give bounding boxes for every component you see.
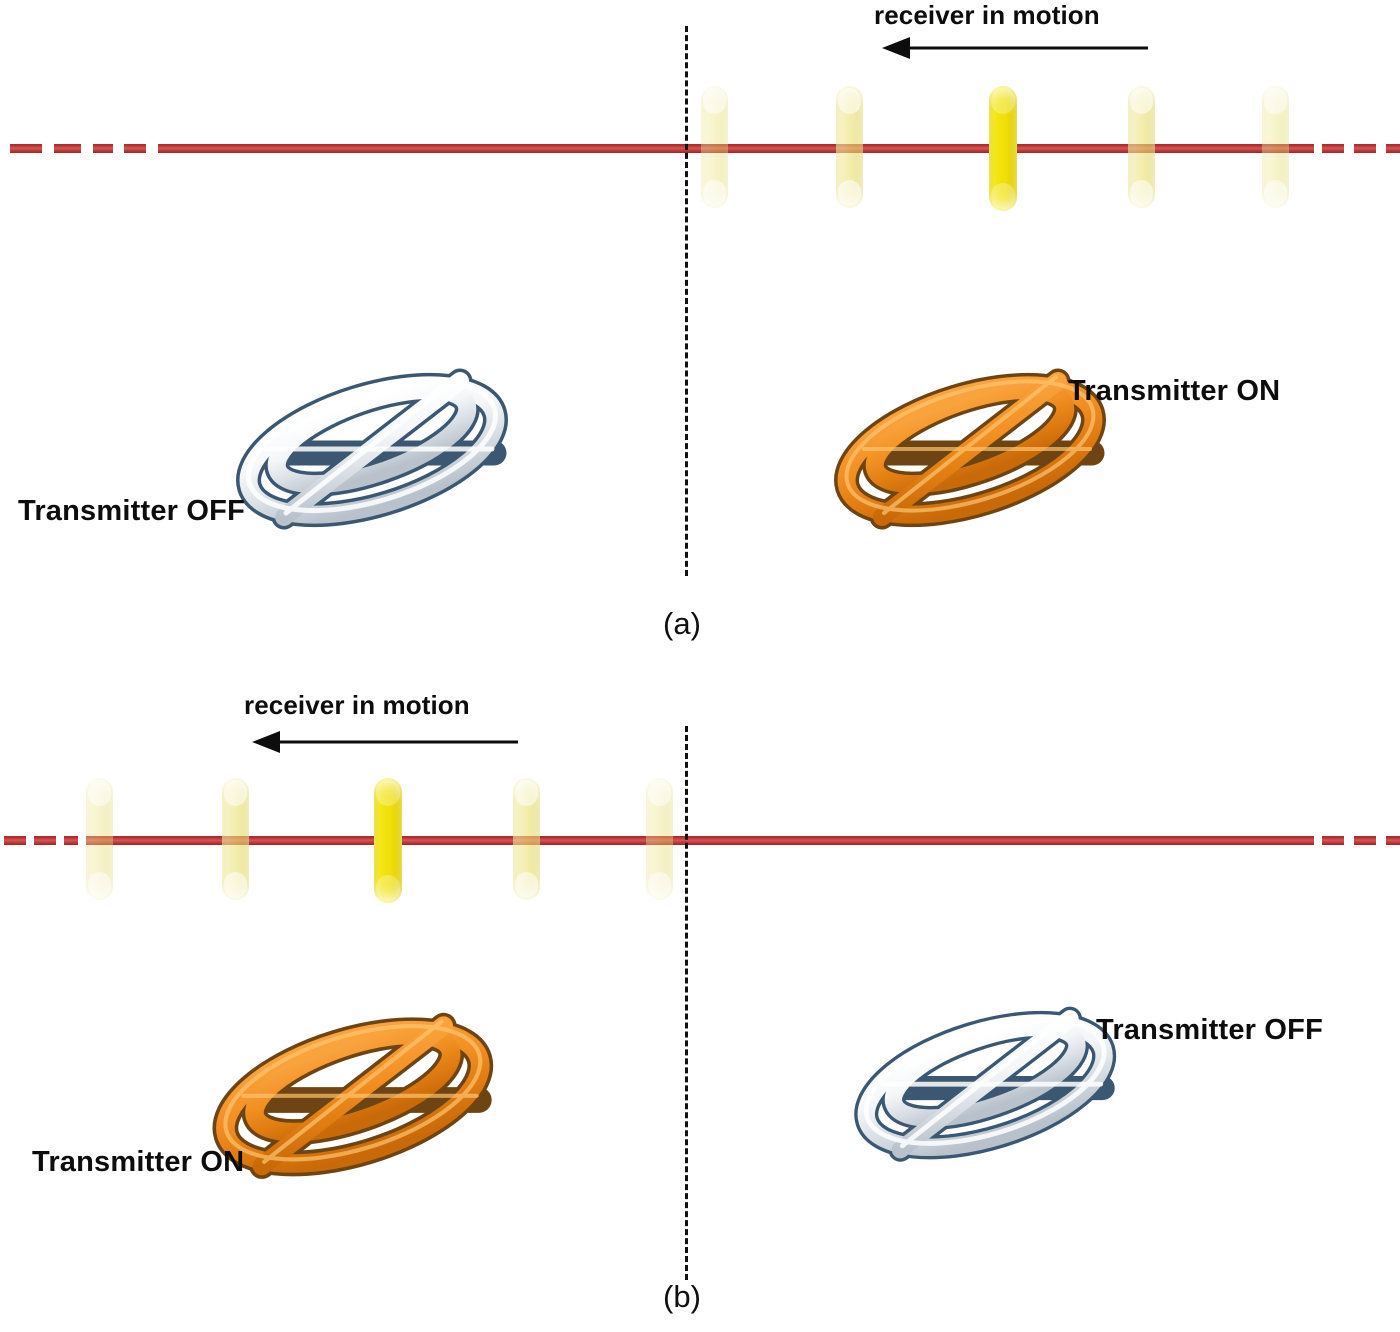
signal-line-b [86,836,1314,845]
panel-b: receiver in motion [0,666,1400,1332]
wavefront-bar [1262,86,1289,208]
signal-line-dash-a-7 [1386,144,1400,153]
signal-line-dash-b-2 [34,836,56,845]
antenna-icon-off-a [222,345,532,563]
signal-line-dash-b-5 [1354,836,1376,845]
signal-line-a [158,144,1314,153]
transmitter-label-off-a: Transmitter OFF [18,495,245,527]
arrow-left-icon-a [880,34,1150,67]
antenna-icon-on-b [198,988,518,1214]
signal-line-dash-a-2 [54,144,81,153]
signal-line-dash-a-5 [1322,144,1344,153]
motion-label-b: receiver in motion [244,690,470,720]
wavefront-bar-active [989,86,1017,211]
motion-label-a: receiver in motion [874,0,1100,30]
wavefront-bar-active [374,778,402,903]
antenna-icon-off-b [840,984,1140,1194]
signal-line-dash-a-6 [1354,144,1376,153]
panel-divider-a [685,26,688,576]
panel-caption-b: (b) [663,1279,701,1314]
signal-line-dash-a-3 [93,144,113,153]
transmitter-label-on-a: Transmitter ON [1068,375,1281,407]
arrow-left-icon-b [250,728,520,761]
signal-line-dash-b-4 [1322,836,1344,845]
signal-line-dash-b-1 [4,836,26,845]
wavefront-bar [86,778,113,900]
wavefront-bar [1128,86,1155,208]
wavefront-bar [701,86,728,208]
wavefront-bar [222,778,249,900]
panel-caption-a: (a) [663,606,701,641]
antenna-icon-on-a [820,345,1130,563]
signal-line-dash-b-3 [64,836,78,845]
wavefront-bar [646,778,673,900]
panel-a: receiver in motion [10,0,1400,641]
panel-divider-b-line [685,726,688,1280]
wavefront-bar [513,778,540,900]
transmitter-label-on-b: Transmitter ON [32,1146,245,1178]
transmitter-label-off-b: Transmitter OFF [1096,1014,1323,1046]
wavefront-bar [836,86,863,208]
signal-line-dash-a-4 [124,144,146,153]
signal-line-dash-b-6 [1386,836,1400,845]
signal-line-dash-a-1 [10,144,42,153]
